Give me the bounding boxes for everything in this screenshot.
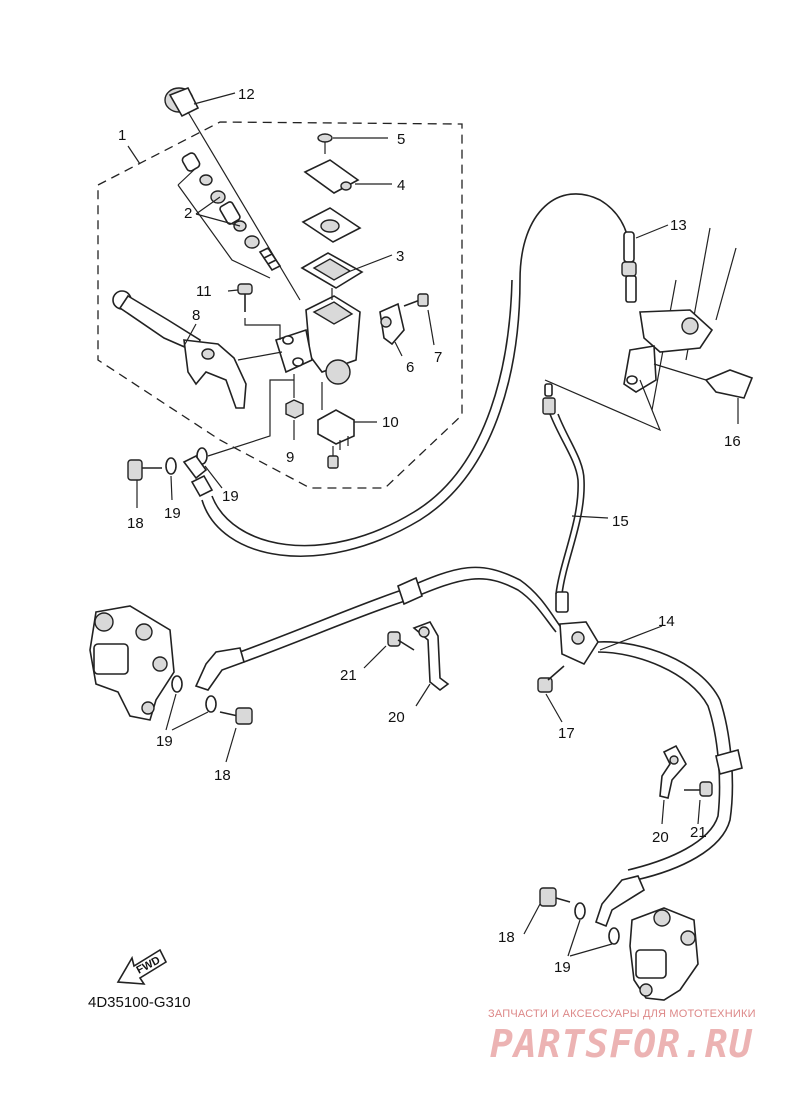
callout-19-upper-a: 19 (164, 505, 181, 522)
banjo-bolt-18-right[interactable] (539, 887, 571, 907)
callout-16: 16 (724, 433, 741, 450)
callout-15: 15 (612, 513, 629, 530)
nut-9[interactable] (285, 399, 304, 419)
brake-caliper-right[interactable] (629, 907, 699, 1001)
callout-9: 9 (286, 449, 294, 466)
callout-18-left: 18 (214, 767, 231, 784)
washer-19-left-a[interactable] (171, 675, 183, 693)
callout-13: 13 (670, 217, 687, 234)
diaphragm-3[interactable] (300, 252, 364, 289)
callout-1: 1 (118, 127, 126, 144)
banjo-bolt-18-left[interactable] (219, 707, 253, 725)
banjo-bolt-17[interactable] (537, 665, 565, 693)
brake-hose-upper[interactable] (182, 193, 631, 558)
hose-bracket-20-upper[interactable] (412, 621, 450, 692)
bolt-21-lower[interactable] (684, 781, 713, 797)
watermark-tagline: ЗАПЧАСТИ И АКСЕССУАРЫ ДЛЯ МОТОТЕХНИКИ (488, 1008, 756, 1020)
banjo-bolt-18-upper[interactable] (127, 459, 162, 481)
callout-4: 4 (397, 177, 405, 194)
assembly-outline (97, 121, 463, 489)
callout-6: 6 (406, 359, 414, 376)
brake-hose-15[interactable] (542, 383, 585, 613)
callout-12: 12 (238, 86, 255, 103)
callout-21-lower: 21 (690, 824, 707, 841)
callout-8: 8 (192, 307, 200, 324)
brake-switch-10[interactable] (317, 409, 355, 469)
washer-19-left-b[interactable] (205, 695, 217, 713)
bolt-7[interactable] (403, 293, 429, 307)
callout-19-upper-b: 19 (222, 488, 239, 505)
diaphragm-plate[interactable] (301, 207, 362, 243)
callout-5: 5 (397, 131, 405, 148)
brake-lever-8[interactable] (112, 290, 247, 409)
callout-11: 11 (196, 283, 212, 300)
callout-3: 3 (396, 248, 404, 265)
hose-guide-16[interactable] (704, 369, 754, 399)
caliper-mount-upper[interactable] (623, 309, 714, 393)
brake-caliper-left[interactable] (89, 605, 175, 721)
screw-5[interactable] (317, 133, 333, 154)
pivot-bolt-11[interactable] (237, 283, 253, 312)
hose-fitting-right[interactable] (595, 875, 646, 928)
watermark-logo: PARTSFOR.RU (490, 1022, 753, 1066)
hose-fitting-left[interactable] (194, 647, 245, 691)
callout-10: 10 (382, 414, 399, 431)
washer-19-right-b[interactable] (608, 927, 620, 945)
callout-2: 2 (184, 205, 192, 222)
callout-19-left: 19 (156, 733, 173, 750)
callout-7: 7 (434, 349, 442, 366)
washer-19-right-a[interactable] (574, 902, 586, 920)
bolt-21-upper[interactable] (387, 631, 415, 651)
callout-18-right: 18 (498, 929, 515, 946)
hose-bracket-20-lower[interactable] (659, 744, 687, 799)
bracket-clamp-6[interactable] (379, 302, 405, 346)
master-cylinder-body[interactable] (275, 295, 361, 385)
callout-14: 14 (658, 613, 675, 630)
grip-cap-12[interactable] (164, 86, 200, 118)
callout-21-upper: 21 (340, 667, 357, 684)
fwd-arrow-icon: FWD (116, 948, 168, 985)
callout-20-upper: 20 (388, 709, 405, 726)
callout-18-upper: 18 (127, 515, 144, 532)
washer-19-upper-a[interactable] (165, 457, 177, 475)
callout-17: 17 (558, 725, 575, 742)
callout-19-right: 19 (554, 959, 571, 976)
piston-kit-2[interactable] (181, 152, 282, 272)
hose-fitting-13[interactable] (621, 231, 637, 303)
callout-20-lower: 20 (652, 829, 669, 846)
reservoir-cap-4[interactable] (303, 159, 360, 194)
brake-hose-14[interactable] (239, 566, 743, 881)
diagram-code: 4D35100-G310 (88, 994, 191, 1011)
